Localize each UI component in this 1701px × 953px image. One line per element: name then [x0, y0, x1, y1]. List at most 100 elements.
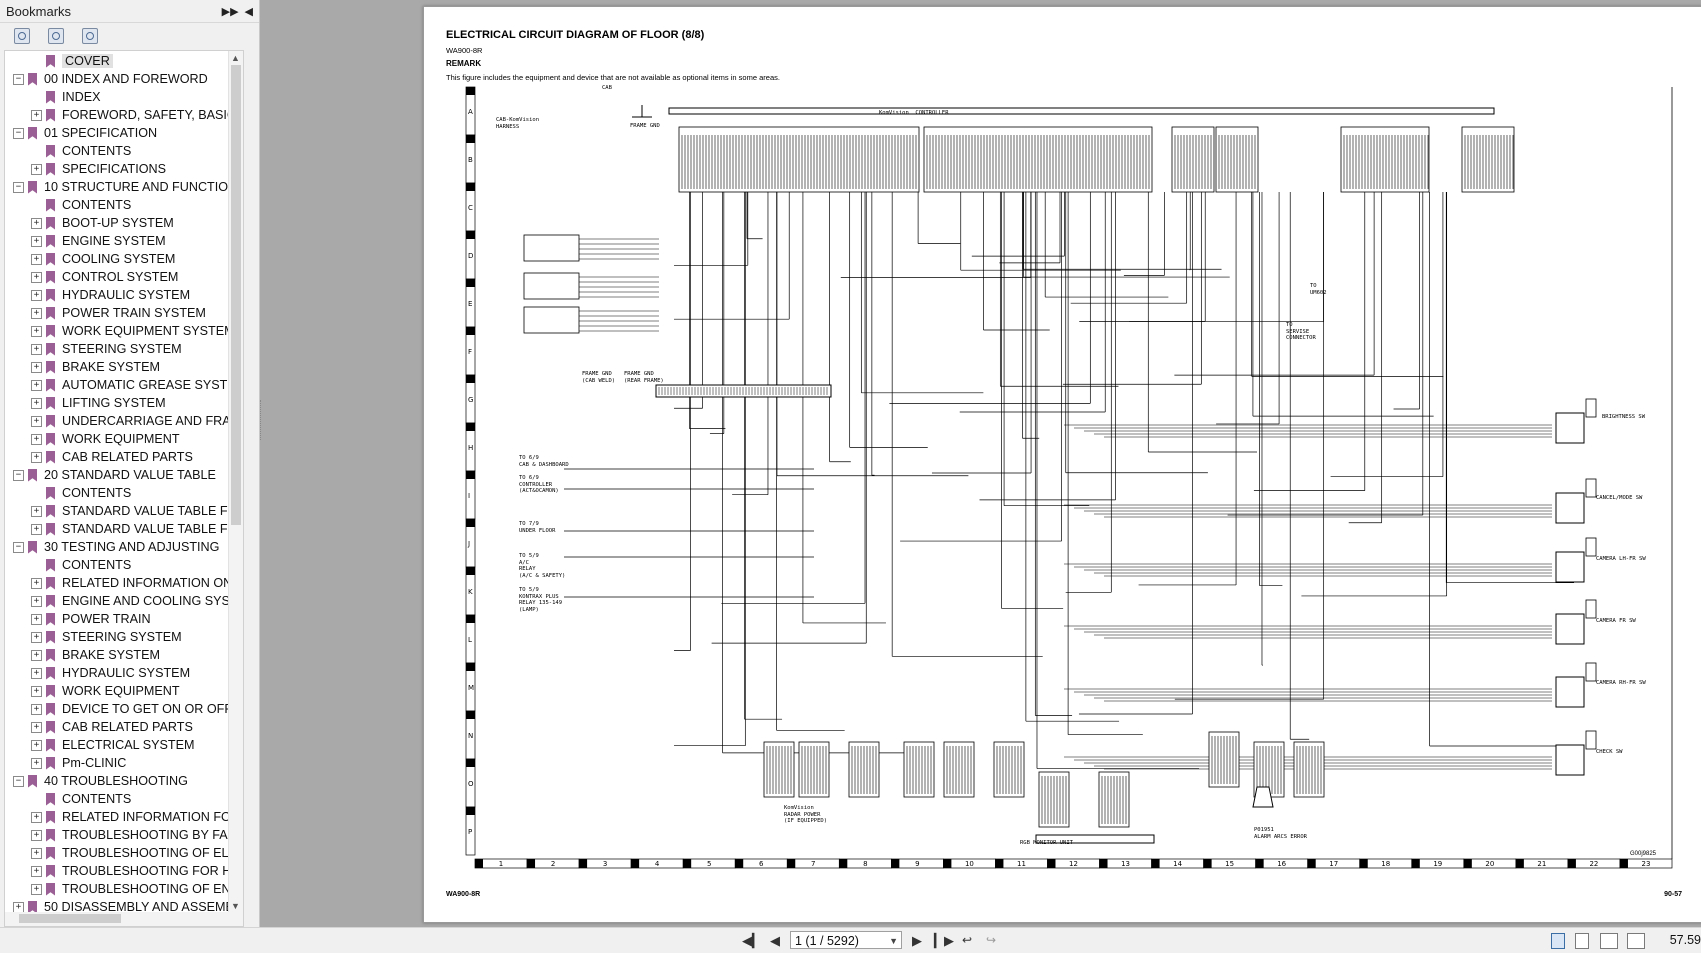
expand-icon[interactable]: + — [31, 379, 42, 391]
expand-icon[interactable]: + — [31, 109, 42, 121]
expand-icon[interactable]: + — [31, 829, 42, 841]
expand-icon[interactable]: + — [31, 703, 42, 715]
collapse-bookmark-icon[interactable] — [48, 28, 64, 44]
previous-view-icon[interactable]: ↩ — [962, 933, 973, 947]
expand-icon[interactable]: + — [31, 289, 42, 301]
collapse-panel-icon[interactable]: ◀ — [244, 5, 253, 18]
bookmark-item[interactable]: CONTENTS — [31, 790, 131, 808]
bookmark-item[interactable]: +SPECIFICATIONS — [31, 160, 166, 178]
page-number-input[interactable]: 1 (1 / 5292) ▼ — [790, 931, 902, 949]
bookmark-item[interactable]: +UNDERCARRIAGE AND FRAME — [31, 412, 243, 430]
collapse-icon[interactable]: − — [13, 541, 24, 553]
bookmark-item[interactable]: −30 TESTING AND ADJUSTING — [13, 538, 219, 556]
bookmark-item[interactable]: INDEX — [31, 88, 101, 106]
expand-bookmark-icon[interactable] — [14, 28, 30, 44]
bookmark-item[interactable]: +BRAKE SYSTEM — [31, 646, 160, 664]
panel-splitter[interactable] — [260, 400, 263, 440]
bookmark-item[interactable]: +ELECTRICAL SYSTEM — [31, 736, 195, 754]
bookmark-horizontal-scrollbar[interactable] — [4, 912, 244, 927]
expand-icon[interactable]: + — [31, 721, 42, 733]
bookmark-item[interactable]: +TROUBLESHOOTING BY FAILUR — [31, 826, 243, 844]
expand-icon[interactable]: + — [31, 415, 42, 427]
bookmark-item[interactable]: +STEERING SYSTEM — [31, 340, 182, 358]
bookmark-item[interactable]: +TROUBLESHOOTING OF ELECT — [31, 844, 243, 862]
next-view-icon[interactable]: ↪ — [986, 933, 997, 947]
bookmark-item[interactable]: +STANDARD VALUE TABLE FOR — [31, 520, 243, 538]
last-page-icon[interactable]: ▎▶ — [934, 933, 954, 948]
expand-icon[interactable]: + — [31, 811, 42, 823]
bookmark-item[interactable]: +CAB RELATED PARTS — [31, 448, 193, 466]
expand-icon[interactable]: + — [31, 397, 42, 409]
find-bookmark-icon[interactable] — [82, 28, 98, 44]
expand-icon[interactable]: + — [31, 577, 42, 589]
bookmark-item[interactable]: +BOOT-UP SYSTEM — [31, 214, 174, 232]
bookmark-item[interactable]: +STEERING SYSTEM — [31, 628, 182, 646]
expand-icon[interactable]: + — [31, 307, 42, 319]
expand-icon[interactable]: + — [31, 883, 42, 895]
bookmark-item[interactable]: +POWER TRAIN SYSTEM — [31, 304, 206, 322]
bookmark-item[interactable]: CONTENTS — [31, 142, 131, 160]
bookmark-item[interactable]: +AUTOMATIC GREASE SYSTEM — [31, 376, 243, 394]
expand-panel-icon[interactable]: ▶▶ — [221, 5, 239, 18]
bookmark-item[interactable]: +CAB RELATED PARTS — [31, 718, 193, 736]
bookmark-vertical-scrollbar[interactable]: ▲ ▼ — [228, 51, 243, 913]
bookmark-item[interactable]: +RELATED INFORMATION FOR T — [31, 808, 243, 826]
bookmark-item[interactable]: +ENGINE SYSTEM — [31, 232, 166, 250]
scroll-up-icon[interactable]: ▲ — [231, 53, 240, 63]
bookmark-item[interactable]: +TROUBLESHOOTING OF ENGIN — [31, 880, 243, 898]
bookmark-item[interactable]: +STANDARD VALUE TABLE FOR — [31, 502, 243, 520]
expand-icon[interactable]: + — [31, 253, 42, 265]
bookmark-item[interactable]: −01 SPECIFICATION — [13, 124, 157, 142]
expand-icon[interactable]: + — [31, 271, 42, 283]
bookmark-item[interactable]: +WORK EQUIPMENT SYSTEM — [31, 322, 235, 340]
expand-icon[interactable]: + — [31, 235, 42, 247]
expand-icon[interactable]: + — [31, 667, 42, 679]
expand-icon[interactable]: + — [31, 739, 42, 751]
bookmark-item[interactable]: −10 STRUCTURE AND FUNCTION — [13, 178, 237, 196]
expand-icon[interactable]: + — [13, 901, 24, 913]
bookmark-item[interactable]: +DEVICE TO GET ON OR OFF MA — [31, 700, 243, 718]
bookmark-item[interactable]: +COOLING SYSTEM — [31, 250, 175, 268]
expand-icon[interactable]: + — [31, 685, 42, 697]
expand-icon[interactable]: + — [31, 505, 42, 517]
collapse-icon[interactable]: − — [13, 73, 24, 85]
bookmark-item[interactable]: +FOREWORD, SAFETY, BASIC IN — [31, 106, 243, 124]
expand-icon[interactable]: + — [31, 757, 42, 769]
bookmark-item[interactable]: +HYDRAULIC SYSTEM — [31, 286, 190, 304]
continuous-facing-view-icon[interactable] — [1627, 933, 1645, 949]
collapse-icon[interactable]: − — [13, 181, 24, 193]
bookmark-item[interactable]: −40 TROUBLESHOOTING — [13, 772, 188, 790]
bookmark-item[interactable]: +ENGINE AND COOLING SYSTEM — [31, 592, 243, 610]
expand-icon[interactable]: + — [31, 631, 42, 643]
bookmark-item[interactable]: CONTENTS — [31, 556, 131, 574]
bookmark-item[interactable]: −00 INDEX AND FOREWORD — [13, 70, 208, 88]
bookmark-item[interactable]: +CONTROL SYSTEM — [31, 268, 178, 286]
expand-icon[interactable]: + — [31, 451, 42, 463]
bookmark-item[interactable]: +HYDRAULIC SYSTEM — [31, 664, 190, 682]
bookmark-item[interactable]: −20 STANDARD VALUE TABLE — [13, 466, 216, 484]
bookmark-item[interactable]: +POWER TRAIN — [31, 610, 151, 628]
scroll-down-icon[interactable]: ▼ — [231, 901, 240, 911]
collapse-icon[interactable]: − — [13, 127, 24, 139]
bookmark-item[interactable]: CONTENTS — [31, 484, 131, 502]
bookmark-item[interactable]: +Pm-CLINIC — [31, 754, 126, 772]
expand-icon[interactable]: + — [31, 325, 42, 337]
expand-icon[interactable]: + — [31, 163, 42, 175]
bookmark-item[interactable]: COVER — [31, 52, 113, 70]
expand-icon[interactable]: + — [31, 433, 42, 445]
first-page-icon[interactable]: ◀▎ — [742, 933, 762, 948]
scroll-thumb[interactable] — [231, 65, 241, 525]
bookmark-item[interactable]: +LIFTING SYSTEM — [31, 394, 166, 412]
chevron-down-icon[interactable]: ▼ — [889, 936, 898, 946]
expand-icon[interactable]: + — [31, 343, 42, 355]
bookmark-item[interactable]: +TROUBLESHOOTING FOR HYDR — [31, 862, 243, 880]
collapse-icon[interactable]: − — [13, 469, 24, 481]
expand-icon[interactable]: + — [31, 613, 42, 625]
single-page-view-icon[interactable] — [1551, 933, 1565, 949]
continuous-view-icon[interactable] — [1575, 933, 1589, 949]
bookmark-item[interactable]: CONTENTS — [31, 196, 131, 214]
expand-icon[interactable]: + — [31, 865, 42, 877]
prev-page-icon[interactable]: ◀ — [770, 933, 780, 948]
bookmark-item[interactable]: +BRAKE SYSTEM — [31, 358, 160, 376]
expand-icon[interactable]: + — [31, 847, 42, 859]
